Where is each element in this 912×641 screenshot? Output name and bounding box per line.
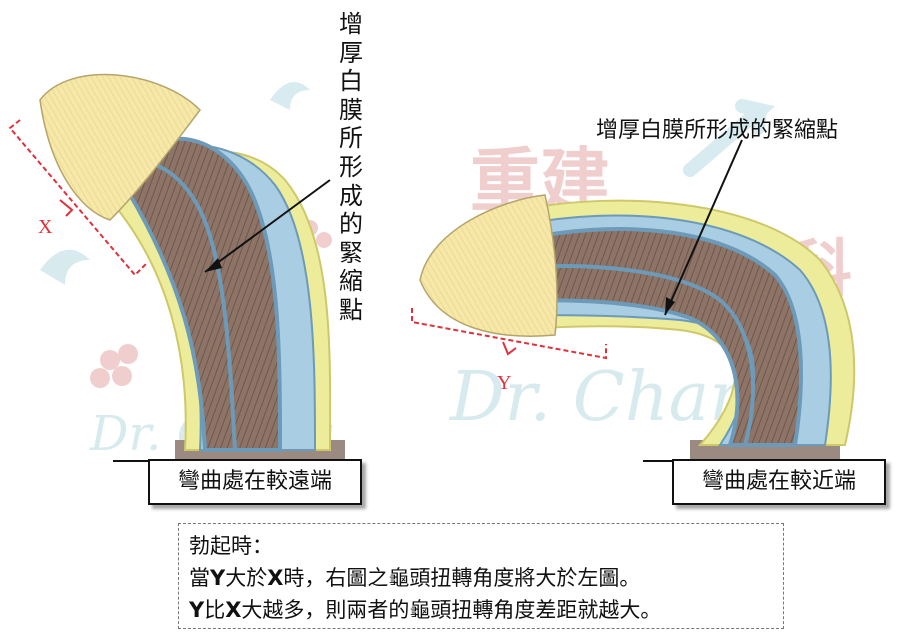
left-constriction-label: 增厚白膜所形成的緊縮點 bbox=[339, 10, 363, 324]
right-glans bbox=[419, 194, 558, 337]
right-corpus-2 bbox=[518, 264, 755, 447]
right-dimension-label: Y bbox=[497, 372, 512, 394]
note-line-2: Y比X大越多，則兩者的龜頭扭轉角度差距就越大。 bbox=[189, 598, 662, 622]
left-glans bbox=[39, 73, 201, 221]
right-constriction-label: 增厚白膜所形成的緊縮點 bbox=[596, 118, 839, 143]
note-title: 勃起時： bbox=[189, 534, 273, 558]
note-line-1: 當Y大於X時，右圖之龜頭扭轉角度將大於左圖。 bbox=[189, 566, 641, 590]
left-corpus-2 bbox=[112, 160, 238, 452]
right-caption: 彎曲處在較近端 bbox=[672, 459, 886, 505]
left-dimension-label: X bbox=[38, 216, 53, 238]
left-arrow bbox=[204, 179, 331, 273]
left-figure bbox=[8, 73, 345, 470]
right-arrow bbox=[664, 139, 743, 316]
note-box: 勃起時： 當Y大於X時，右圖之龜頭扭轉角度將大於左圖。 Y比X大越多，則兩者的龜… bbox=[178, 523, 784, 629]
left-caption: 彎曲處在較遠端 bbox=[148, 459, 362, 505]
bird-icon bbox=[40, 82, 310, 285]
right-dimension-y bbox=[411, 308, 607, 360]
